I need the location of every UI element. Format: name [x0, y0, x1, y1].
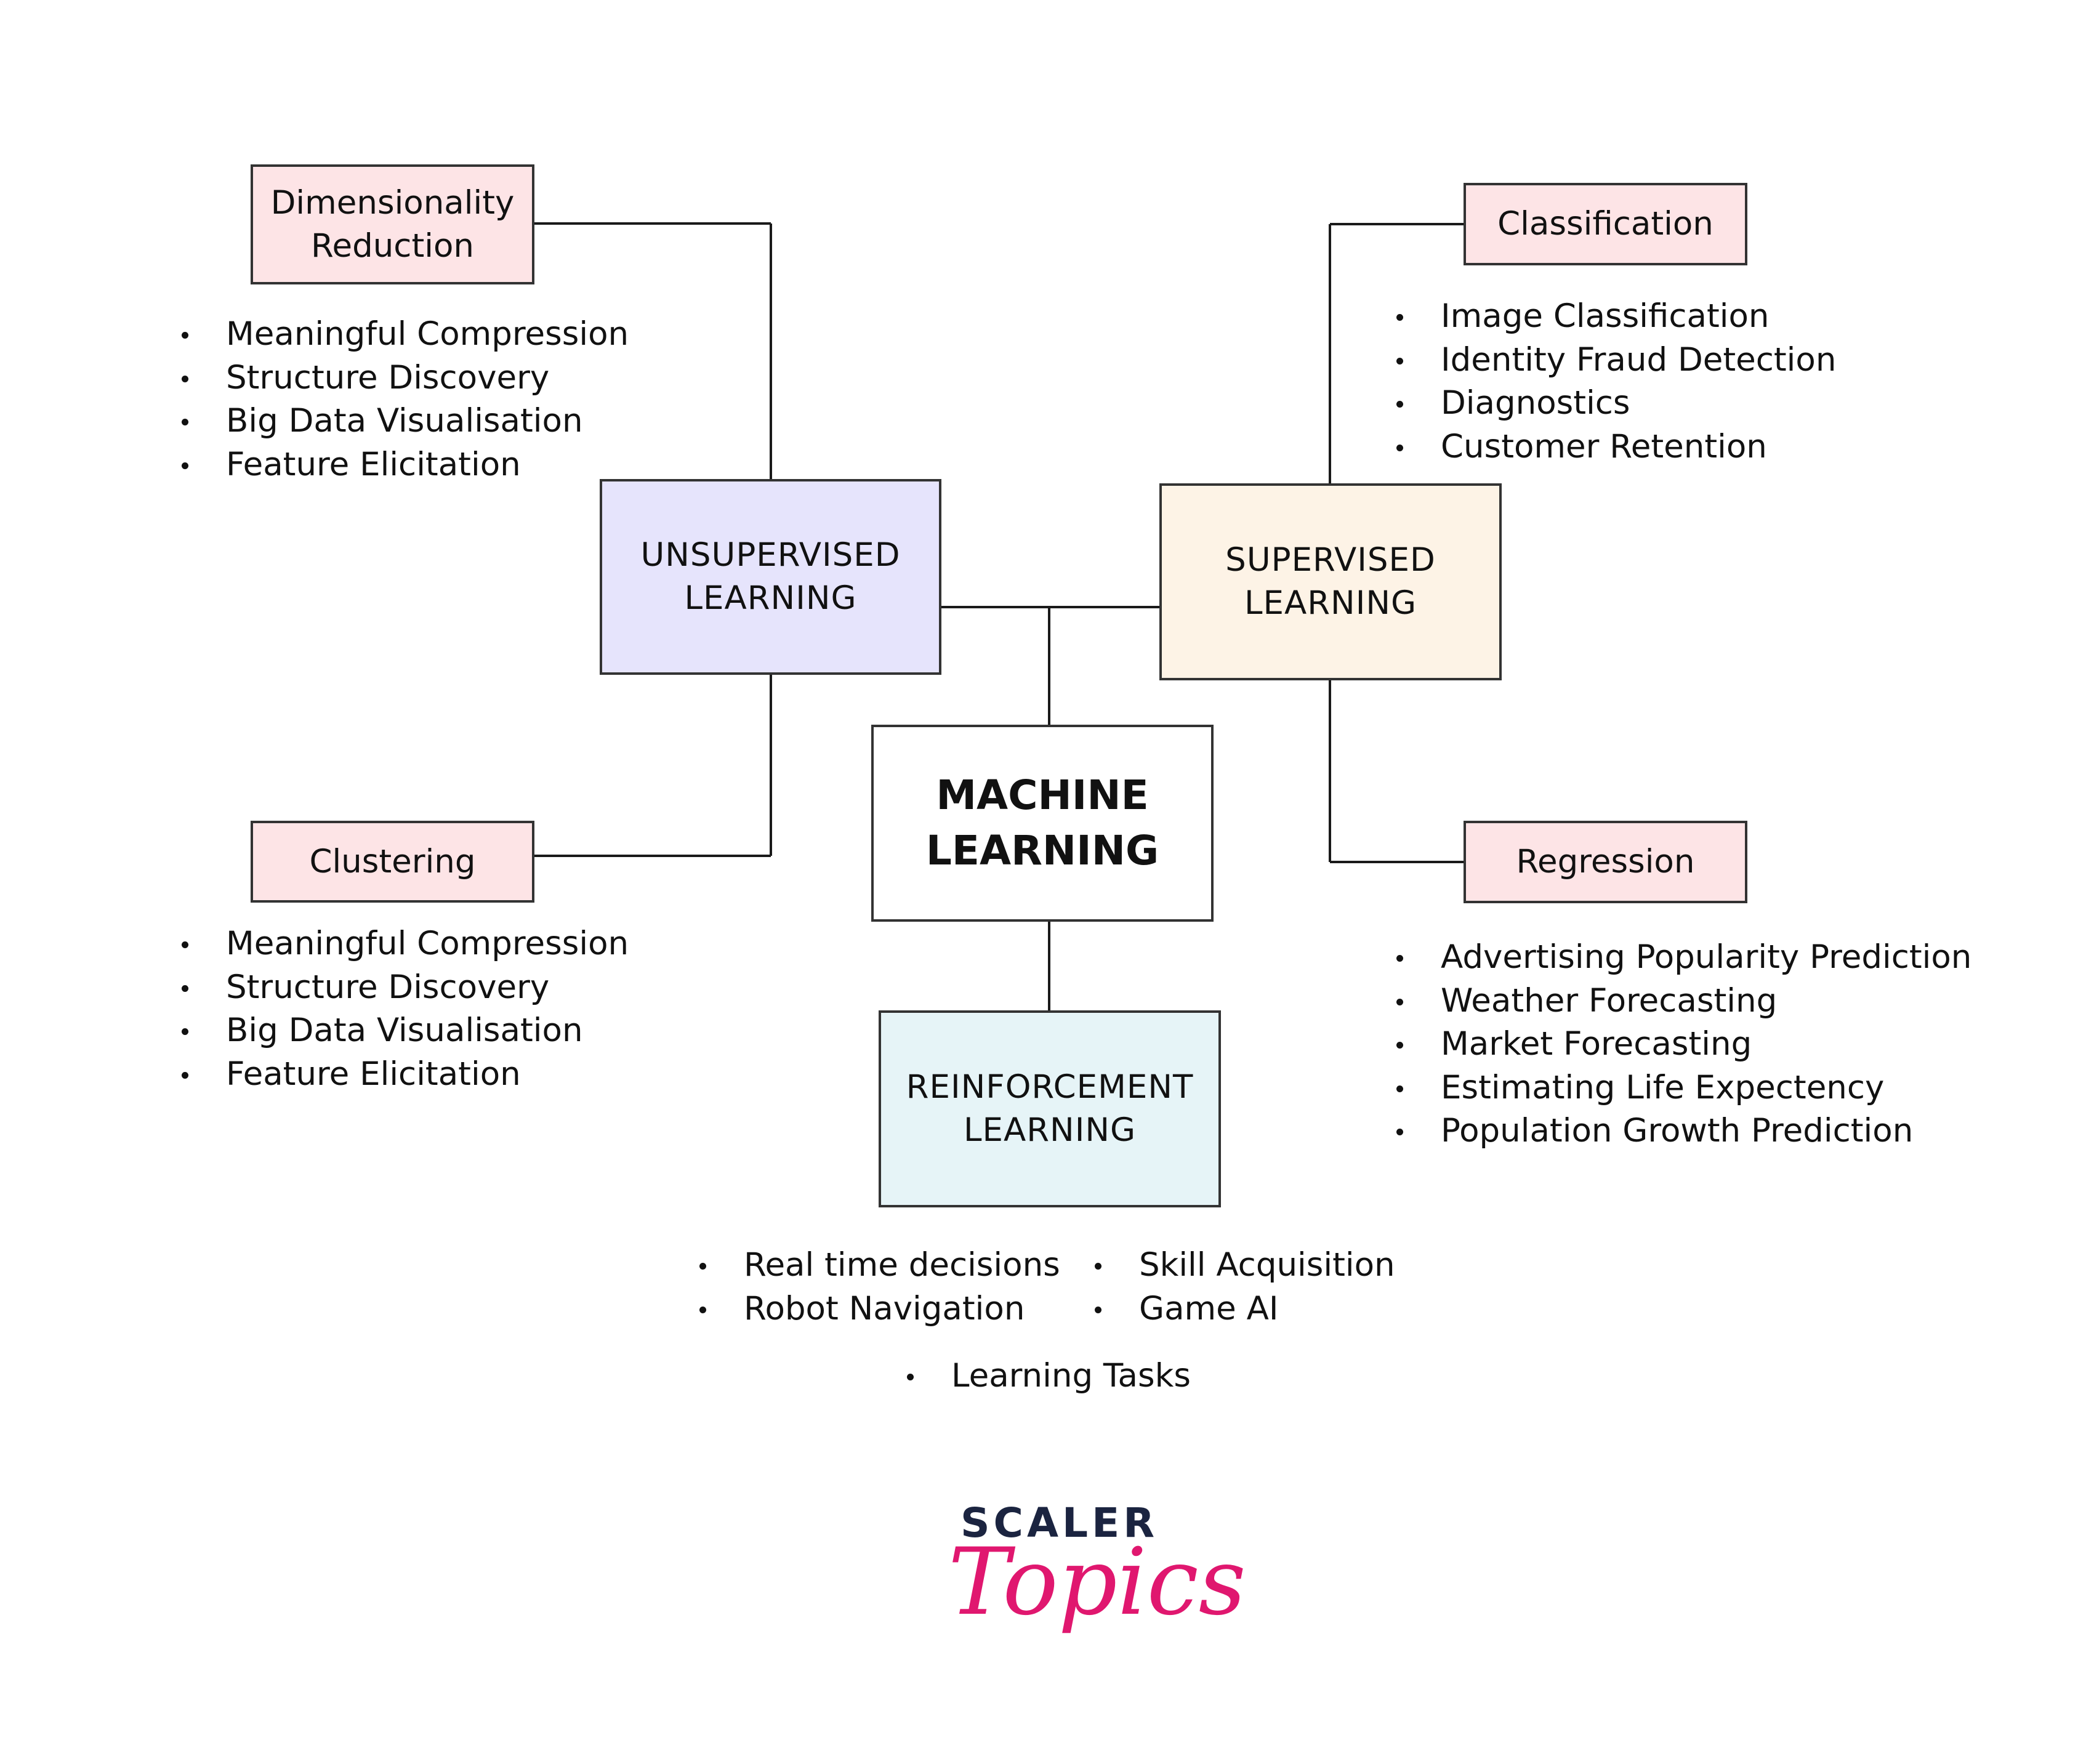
unsupervised-learning-box: UNSUPERVISED LEARNING	[600, 479, 941, 675]
regression-label: Regression	[1516, 843, 1695, 880]
reinforcement-learning-box: REINFORCEMENT LEARNING	[879, 1010, 1221, 1207]
list-item: Meaningful Compression	[181, 313, 629, 356]
supervised-label-1: SUPERVISED	[1225, 541, 1436, 579]
list-item: Population Growth Prediction	[1396, 1110, 1971, 1153]
list-item: Diagnostics	[1396, 382, 1836, 425]
list-item: Game AI	[1095, 1287, 1395, 1331]
dimensionality-reduction-label-1: Dimensionality	[270, 183, 515, 222]
list-item: Image Classification	[1396, 295, 1836, 339]
machine-learning-label-1: MACHINE	[936, 771, 1149, 819]
list-item: Meaningful Compression	[181, 922, 629, 966]
reinforcement-list-right: Skill Acquisition Game AI	[1090, 1244, 1395, 1331]
clustering-box: Clustering	[251, 821, 534, 903]
unsupervised-label-2: LEARNING	[684, 579, 857, 617]
classification-box: Classification	[1464, 183, 1747, 265]
supervised-learning-box: SUPERVISED LEARNING	[1159, 483, 1502, 680]
dimensionality-reduction-box: Dimensionality Reduction	[251, 164, 534, 284]
list-item: Customer Retention	[1396, 425, 1836, 469]
list-item: Feature Elicitation	[181, 1053, 629, 1097]
supervised-label-2: LEARNING	[1244, 584, 1417, 622]
list-item: Big Data Visualisation	[181, 400, 629, 443]
reinforcement-label-2: LEARNING	[963, 1111, 1137, 1149]
classification-label: Classification	[1497, 205, 1713, 243]
machine-learning-label-2: LEARNING	[925, 827, 1159, 874]
unsupervised-label-1: UNSUPERVISED	[640, 536, 901, 574]
list-item: Weather Forecasting	[1396, 980, 1971, 1023]
list-item: Big Data Visualisation	[181, 1009, 629, 1053]
reinforcement-list-left: Real time decisions Robot Navigation	[695, 1244, 1060, 1331]
dimensionality-reduction-label-2: Reduction	[311, 227, 474, 265]
scaler-logo-text: SCALER	[960, 1499, 1159, 1547]
list-item: Real time decisions	[699, 1244, 1060, 1287]
topics-logo-script: Topics	[948, 1529, 1246, 1636]
list-item: Advertising Popularity Prediction	[1396, 936, 1971, 980]
list-item: Identity Fraud Detection	[1396, 339, 1836, 382]
regression-list: Advertising Popularity Prediction Weathe…	[1391, 936, 1971, 1153]
clustering-label: Clustering	[309, 842, 476, 880]
list-item: Feature Elicitation	[181, 443, 629, 487]
list-item: Skill Acquisition	[1095, 1244, 1395, 1287]
regression-box: Regression	[1464, 821, 1747, 903]
clustering-list: Meaningful Compression Structure Discove…	[177, 922, 629, 1096]
list-item: Estimating Life Expectency	[1396, 1066, 1971, 1110]
reinforcement-label-1: REINFORCEMENT	[906, 1068, 1194, 1106]
list-item: Structure Discovery	[181, 966, 629, 1010]
classification-list: Image Classification Identity Fraud Dete…	[1391, 295, 1836, 469]
list-item: Robot Navigation	[699, 1287, 1060, 1331]
list-item: Market Forecasting	[1396, 1023, 1971, 1066]
dimensionality-reduction-list: Meaningful Compression Structure Discove…	[177, 313, 629, 486]
reinforcement-list-bottom: Learning Tasks	[902, 1355, 1191, 1398]
machine-learning-box: MACHINE LEARNING	[871, 725, 1214, 922]
list-item: Learning Tasks	[907, 1355, 1191, 1398]
list-item: Structure Discovery	[181, 356, 629, 400]
